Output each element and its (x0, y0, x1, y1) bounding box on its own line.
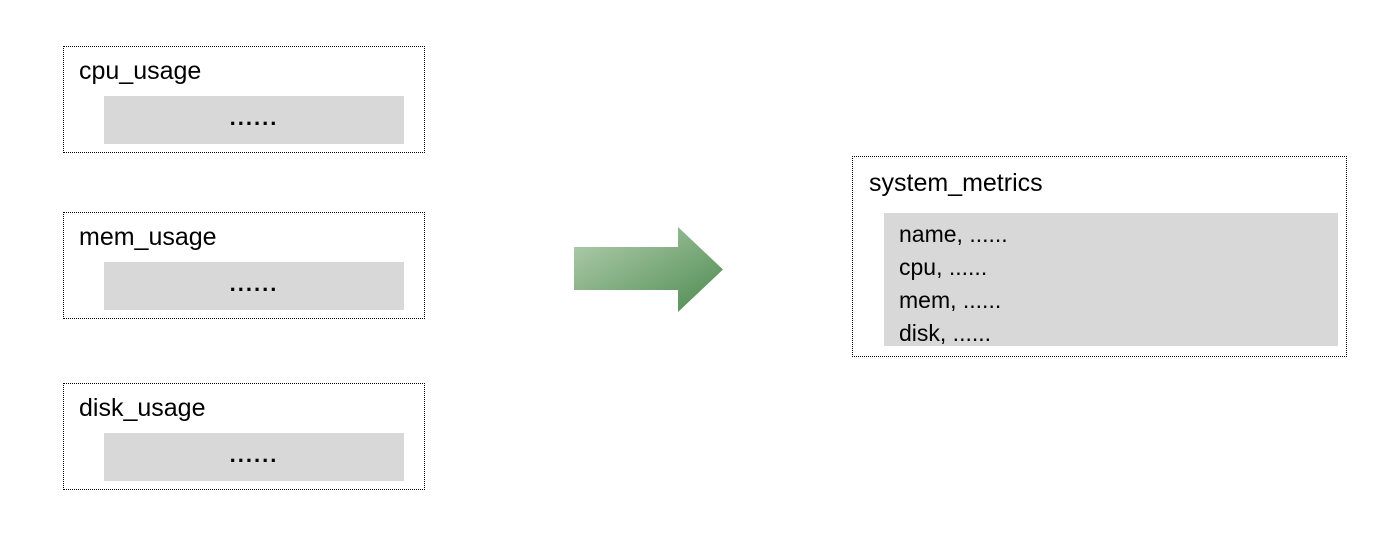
field-row-disk: disk, ...... (899, 320, 992, 346)
table-title: mem_usage (79, 223, 217, 251)
table-rows-placeholder: ...... (104, 433, 404, 481)
field-row-mem: mem, ...... (899, 287, 1002, 313)
table-rows-placeholder: ...... (104, 262, 404, 310)
source-table-mem-usage: mem_usage ...... (63, 212, 425, 319)
table-title: cpu_usage (79, 57, 202, 85)
table-rows-placeholder: ...... (104, 96, 404, 144)
table-title: system_metrics (869, 169, 1043, 197)
right-arrow-icon (574, 227, 723, 312)
target-table-system-metrics: system_metrics name, ...... cpu, ...... … (852, 156, 1347, 357)
source-table-disk-usage: disk_usage ...... (63, 383, 425, 490)
table-title: disk_usage (79, 394, 206, 422)
ellipsis-text: ...... (229, 271, 279, 296)
source-table-cpu-usage: cpu_usage ...... (63, 46, 425, 153)
field-row-name: name, ...... (899, 221, 1008, 247)
table-rows-panel: name, ...... cpu, ...... mem, ...... dis… (884, 213, 1338, 346)
ellipsis-text: ...... (229, 105, 279, 130)
field-row-cpu: cpu, ...... (899, 254, 988, 280)
ellipsis-text: ...... (229, 442, 279, 467)
